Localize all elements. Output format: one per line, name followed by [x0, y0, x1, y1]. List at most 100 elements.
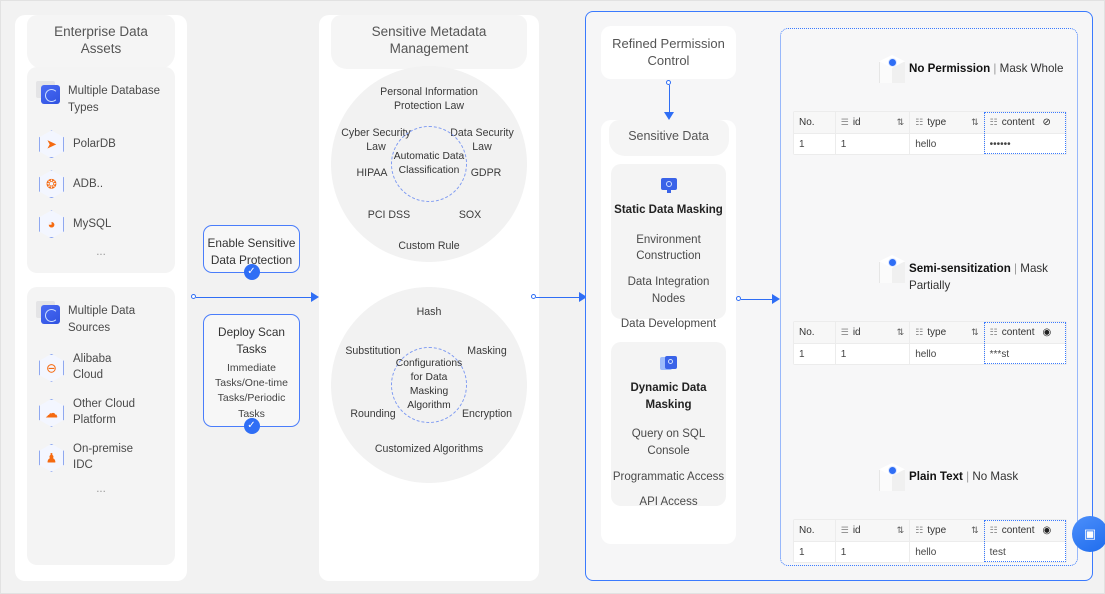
th-content[interactable]: ☷ content ⊘	[984, 112, 1067, 133]
circle-label: HIPAA	[356, 167, 388, 179]
step-title: Enable Sensitive Data Protection	[207, 236, 296, 267]
th-content[interactable]: ☷ content ◉	[984, 322, 1067, 343]
th-no[interactable]: No.	[794, 112, 836, 133]
table-row[interactable]: 1 1 hello ***st	[794, 343, 1067, 364]
group-heading-label: Multiple Database Types	[68, 85, 161, 114]
result-title: No Permission | Mask Whole	[909, 62, 1064, 75]
polardb-hex-icon: ➤	[39, 130, 64, 159]
th-id[interactable]: ☰ id ⇅	[835, 520, 911, 541]
check-icon: ✓	[243, 264, 260, 280]
group-multiple-database-types: Multiple Database Types ➤ PolarDB ❂ ADB.…	[27, 67, 175, 273]
th-type[interactable]: ☷ type ⇅	[910, 322, 985, 343]
th-id[interactable]: ☰ id ⇅	[835, 112, 911, 133]
step-line-1: Immediate Tasks/One-time	[215, 362, 288, 390]
panel-title-metadata: Sensitive Metadata Management	[331, 15, 527, 69]
list-item-label: Other Cloud Platform	[73, 398, 136, 426]
result-block-semi-sensitization: Semi-sensitization | Mask Partially No. …	[793, 255, 1067, 395]
th-type[interactable]: ☷ type ⇅	[910, 520, 985, 541]
circle-label: Customized Algorithms	[374, 443, 484, 455]
table-header-row: No. ☰ id ⇅ ☷ type ⇅ ☷ c	[794, 520, 1067, 541]
table-semi-sensitization[interactable]: No. ☰ id ⇅ ☷ type ⇅ ☷ c	[793, 321, 1067, 365]
circle-label: Masking	[467, 345, 507, 357]
arrow-sensitive-data-to-preview	[736, 294, 780, 304]
panel-title-enterprise: Enterprise Data Assets	[27, 15, 175, 69]
cell-id: 1	[835, 133, 911, 154]
file-icon: ☷	[915, 117, 924, 127]
list-item[interactable]: ❂ ADB..	[39, 170, 175, 199]
circle-label: Encryption	[461, 408, 513, 420]
card-refined-permission-control: Refined Permission Control	[601, 26, 736, 79]
sort-icon[interactable]: ⇅	[896, 117, 905, 127]
list-item[interactable]: ⊖ Alibaba Cloud	[39, 352, 175, 383]
card-item: Data Integration Nodes	[627, 276, 710, 305]
step-deploy-scan-tasks[interactable]: Deploy Scan Tasks Immediate Tasks/One-ti…	[203, 314, 300, 434]
region-permission-and-preview: Refined Permission Control Sensitive Dat…	[585, 11, 1105, 581]
cell-content: test	[984, 541, 1067, 562]
cube-icon	[879, 463, 905, 493]
circle-label: Personal Information Protection Law	[380, 86, 478, 113]
card-item: Environment Construction	[636, 233, 701, 263]
file-icon: ☷	[989, 327, 998, 337]
circle-label: Data Security Law	[450, 127, 514, 154]
classification-circle: Personal Information Protection Law Cybe…	[331, 66, 527, 262]
eye-icon[interactable]: ◉	[1042, 327, 1052, 338]
sort-icon[interactable]: ⇅	[896, 525, 905, 535]
step-enable-sensitive-data-protection[interactable]: Enable Sensitive Data Protection ✓	[203, 225, 300, 280]
card-heading: Dynamic Data Masking	[630, 382, 707, 411]
arrow-permission-to-sensitive-data	[664, 80, 674, 120]
card-item: API Access	[639, 496, 698, 509]
result-block-no-permission: No Permission | Mask Whole No. ☰ id ⇅ ☷	[793, 55, 1067, 185]
table-row[interactable]: 1 1 hello ••••••	[794, 133, 1067, 154]
sort-icon[interactable]: ⇅	[971, 525, 979, 535]
classification-inner-circle: Automatic Data Classification	[391, 126, 467, 202]
th-no[interactable]: No.	[794, 322, 836, 343]
list-item[interactable]: ☁ Other Cloud Platform	[39, 397, 175, 428]
group-heading-row: Multiple Database Types	[27, 67, 175, 116]
circle-label: Hash	[416, 306, 442, 318]
floating-action-button[interactable]: ▣	[1072, 516, 1105, 552]
th-content[interactable]: ☷ content ◉	[984, 520, 1067, 541]
permission-title: Refined Permission Control	[612, 35, 725, 68]
file-icon: ☷	[915, 327, 924, 337]
panel-masking-preview: No Permission | Mask Whole No. ☰ id ⇅ ☷	[780, 28, 1078, 566]
result-title: Plain Text | No Mask	[909, 470, 1019, 483]
check-icon: ✓	[243, 418, 260, 434]
cell-id: 1	[835, 541, 911, 562]
panel-sensitive-metadata-management: Sensitive Metadata Management Personal I…	[319, 15, 539, 581]
table-no-permission[interactable]: No. ☰ id ⇅ ☷ type ⇅ ☷ c	[793, 111, 1067, 155]
eye-icon[interactable]: ◉	[1042, 525, 1052, 536]
th-type[interactable]: ☷ type ⇅	[910, 112, 985, 133]
eye-slash-icon[interactable]: ⊘	[1042, 117, 1051, 128]
circle-label: GDPR	[470, 167, 502, 179]
list-item[interactable]: ◕ MySQL	[39, 210, 175, 239]
datasource-badge-icon	[36, 301, 60, 329]
cell-content: ***st	[984, 343, 1067, 364]
card-heading: Static Data Masking	[614, 204, 723, 216]
masking-algorithm-circle: Hash Substitution Masking Rounding Encry…	[331, 287, 527, 483]
group-multiple-data-sources: Multiple Data Sources ⊖ Alibaba Cloud ☁ …	[27, 287, 175, 565]
th-id[interactable]: ☰ id ⇅	[835, 322, 911, 343]
list-icon: ☰	[840, 117, 849, 127]
step-line-2: Tasks/Periodic Tasks	[217, 392, 286, 420]
table-plain-text[interactable]: No. ☰ id ⇅ ☷ type ⇅ ☷ c	[793, 519, 1067, 563]
circle-label: Rounding	[350, 408, 396, 420]
card-static-data-masking[interactable]: Static Data Masking Environment Construc…	[611, 164, 726, 330]
file-icon: ☷	[989, 117, 998, 127]
card-dynamic-data-masking[interactable]: Dynamic Data Masking Query on SQL Consol…	[611, 342, 726, 508]
list-item[interactable]: ♟ On-premise IDC	[39, 442, 175, 473]
cube-icon	[879, 55, 905, 85]
arrow-assets-to-metadata	[191, 292, 319, 302]
th-no[interactable]: No.	[794, 520, 836, 541]
sort-icon[interactable]: ⇅	[971, 117, 979, 127]
cell-type: hello	[910, 133, 985, 154]
table-row[interactable]: 1 1 hello test	[794, 541, 1067, 562]
cell-no: 1	[794, 133, 836, 154]
cell-id: 1	[835, 343, 911, 364]
list-item-label: Alibaba Cloud	[73, 353, 112, 381]
card-item: Query on SQL Console	[631, 428, 706, 458]
sort-icon[interactable]: ⇅	[971, 327, 979, 337]
sort-icon[interactable]: ⇅	[896, 327, 905, 337]
circle-center-label: Configurations for Data Masking Algorith…	[395, 358, 463, 411]
list-item[interactable]: ➤ PolarDB	[39, 130, 175, 159]
